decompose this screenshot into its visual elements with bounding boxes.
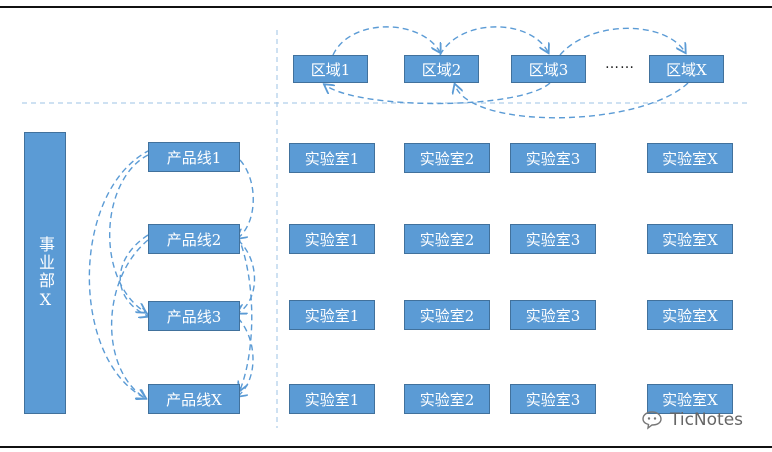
lab-box: 实验室2 <box>404 384 490 414</box>
department-label: 事业部X <box>36 235 55 311</box>
top-rule <box>0 6 772 8</box>
lab-box: 实验室1 <box>289 224 375 254</box>
watermark-text: TicNotes <box>670 410 744 430</box>
lab-box: 实验室X <box>647 300 733 330</box>
region-box-3: 区域3 <box>511 55 586 83</box>
bottom-rule <box>0 446 772 448</box>
product-line-box-3: 产品线3 <box>148 301 240 331</box>
lab-box: 实验室2 <box>404 143 490 173</box>
arc-pl2-plX-left <box>111 239 149 398</box>
lab-box: 实验室3 <box>510 384 596 414</box>
region-box-1: 区域1 <box>293 55 368 83</box>
arc-regionX-region2 <box>455 83 689 119</box>
lab-box: 实验室X <box>647 384 733 414</box>
lab-box: 实验室X <box>647 143 733 173</box>
product-line-box-x: 产品线X <box>148 384 240 414</box>
product-line-box-2: 产品线2 <box>148 224 240 254</box>
region-box-2: 区域2 <box>404 55 479 83</box>
lab-box: 实验室3 <box>510 300 596 330</box>
lab-box: 实验室2 <box>404 224 490 254</box>
product-line-box-1: 产品线1 <box>148 142 240 172</box>
arc-region3-regionX <box>559 27 685 56</box>
lab-box: 实验室1 <box>289 384 375 414</box>
arc-region2-region3 <box>439 26 548 56</box>
lab-box: 实验室1 <box>289 300 375 330</box>
arc-pl1-pl2 <box>238 159 254 238</box>
arc-pl2-pl3 <box>238 239 256 313</box>
arc-pl2-plX <box>238 235 253 390</box>
region-box-x: 区域X <box>649 55 724 83</box>
arc-region1-region2 <box>332 26 440 56</box>
lab-box: 实验室3 <box>510 224 596 254</box>
lab-box: 实验室1 <box>289 143 375 173</box>
arc-region3-region1 <box>325 82 551 105</box>
chat-bubble-icon <box>642 411 662 430</box>
department-box: 事业部X <box>24 132 66 414</box>
arc-pl1-plX <box>88 149 151 398</box>
arc-pl1-pl3 <box>109 154 149 312</box>
arc-pl2-pl3-left <box>119 234 148 316</box>
lab-box: 实验室2 <box>404 300 490 330</box>
lab-box: 实验室X <box>647 224 733 254</box>
lab-box: 实验室3 <box>510 143 596 173</box>
watermark: TicNotes <box>640 410 743 430</box>
region-ellipsis: …… <box>605 56 635 72</box>
arc-pl3-plX <box>238 317 254 396</box>
